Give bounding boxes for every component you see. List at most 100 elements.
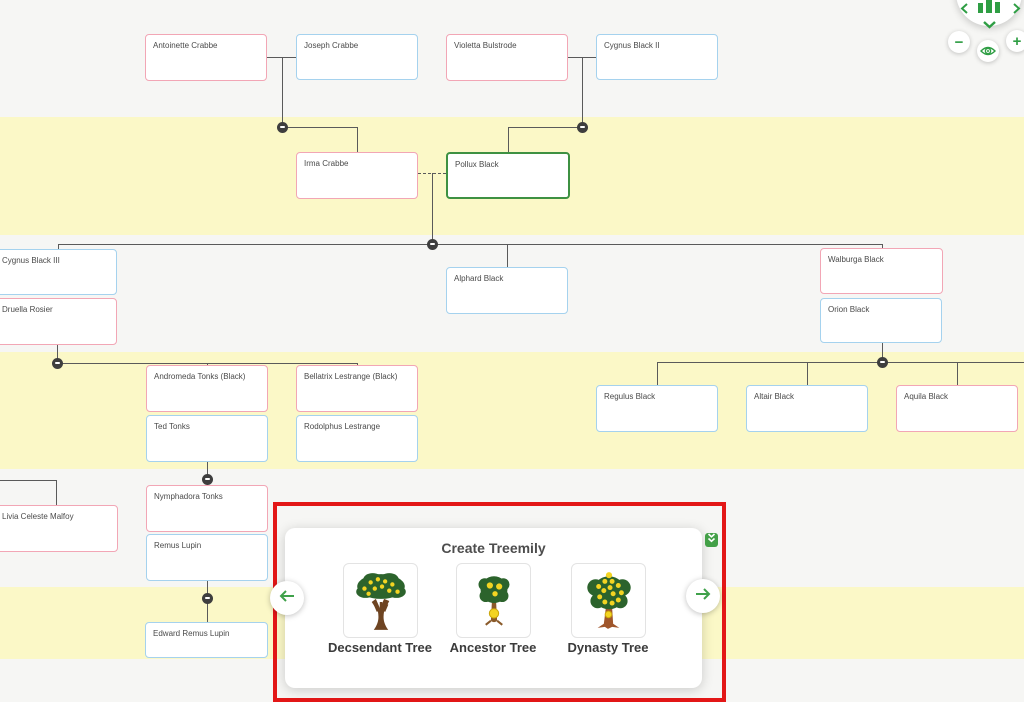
descendant-tree-icon — [350, 570, 412, 632]
collapse-node-button[interactable] — [276, 121, 288, 133]
collapse-panel-button[interactable] — [705, 533, 718, 547]
chevron-right-icon[interactable] — [1012, 1, 1021, 19]
descendant-tree-card[interactable] — [343, 563, 418, 638]
person-name: Druella Rosier — [2, 305, 53, 314]
person-name: Edward Remus Lupin — [153, 629, 230, 638]
connector-line — [57, 345, 58, 363]
person-name: Ted Tonks — [154, 422, 190, 431]
person-box[interactable]: Rodolphus Lestrange — [296, 415, 418, 462]
person-box[interactable]: Cygnus Black III — [0, 249, 117, 295]
connector-line — [507, 244, 508, 267]
person-box[interactable]: Edward Remus Lupin — [145, 622, 268, 658]
person-name: Andromeda Tonks (Black) — [154, 372, 246, 381]
person-name: Orion Black — [828, 305, 870, 314]
descendant-tree-label: Decsendant Tree — [327, 640, 433, 655]
dynasty-tree-icon — [578, 570, 640, 632]
connector-line — [207, 363, 208, 366]
chevron-down-icon[interactable] — [982, 16, 997, 34]
person-box[interactable]: Bellatrix Lestrange (Black) — [296, 365, 418, 412]
plus-icon: + — [1012, 32, 1022, 50]
person-box[interactable]: Ted Tonks — [146, 415, 268, 462]
collapse-node-button[interactable] — [201, 592, 213, 604]
collapse-node-button[interactable] — [876, 356, 888, 368]
chevron-left-icon[interactable] — [960, 1, 969, 19]
connector-line — [282, 127, 357, 128]
minus-icon: − — [954, 33, 964, 51]
create-treemily-panel: Create Treemily Decsendant Tree Ancestor … — [285, 528, 702, 688]
collapse-node-button[interactable] — [51, 357, 63, 369]
connector-line — [882, 244, 883, 249]
person-box[interactable]: Remus Lupin — [146, 534, 268, 581]
zoom-in-button[interactable]: + — [1006, 30, 1024, 52]
carousel-next-button[interactable] — [686, 579, 720, 613]
visibility-button[interactable] — [977, 40, 999, 62]
connector-line — [508, 127, 582, 128]
connector-line — [957, 362, 958, 385]
person-box[interactable]: Nymphadora Tonks — [146, 485, 268, 532]
arrow-right-icon — [694, 587, 712, 606]
zoom-out-button[interactable]: − — [948, 31, 970, 53]
panel-title: Create Treemily — [441, 540, 546, 556]
connector-line — [508, 127, 509, 152]
person-box[interactable]: Cygnus Black II — [596, 34, 718, 80]
connector-line — [807, 362, 808, 385]
person-name: Antoinette Crabbe — [153, 41, 218, 50]
eye-icon — [980, 45, 996, 57]
person-box[interactable]: Pollux Black — [446, 152, 570, 199]
connector-line — [432, 173, 433, 244]
person-name: Cygnus Black III — [2, 256, 60, 265]
dynasty-tree-label: Dynasty Tree — [567, 640, 649, 655]
ancestor-tree-label: Ancestor Tree — [449, 640, 537, 655]
ancestor-tree-card[interactable] — [456, 563, 531, 638]
person-name: Irma Crabbe — [304, 159, 349, 168]
collapse-node-button[interactable] — [576, 121, 588, 133]
person-box[interactable]: Orion Black — [820, 298, 942, 343]
person-name: Pollux Black — [455, 160, 499, 169]
person-name: Livia Celeste Malfoy — [2, 512, 74, 521]
connector-line — [657, 362, 1024, 363]
ancestor-tree-icon — [463, 570, 525, 632]
person-name: Cygnus Black II — [604, 41, 660, 50]
connector-line — [582, 57, 583, 127]
carousel-prev-button[interactable] — [270, 581, 304, 615]
person-name: Altair Black — [754, 392, 795, 401]
connector-line — [282, 57, 283, 127]
connector-line — [267, 57, 296, 58]
person-name: Aquila Black — [904, 392, 949, 401]
person-name: Nymphadora Tonks — [154, 492, 223, 501]
person-box[interactable]: Livia Celeste Malfoy — [0, 505, 118, 552]
person-box[interactable]: Aquila Black — [896, 385, 1018, 432]
person-box[interactable]: Altair Black — [746, 385, 868, 432]
connector-line — [357, 363, 358, 366]
connector-line — [657, 362, 658, 385]
person-box[interactable]: Violetta Bulstrode — [446, 34, 568, 81]
double-chevron-down-icon — [706, 531, 717, 549]
person-name: Violetta Bulstrode — [454, 41, 517, 50]
collapse-node-button[interactable] — [201, 473, 213, 485]
person-box[interactable]: Antoinette Crabbe — [145, 34, 267, 81]
person-box[interactable]: Andromeda Tonks (Black) — [146, 365, 268, 412]
connector-line — [56, 480, 57, 505]
person-box[interactable]: Regulus Black — [596, 385, 718, 432]
dynasty-tree-card[interactable] — [571, 563, 646, 638]
connector-line — [0, 480, 56, 481]
person-name: Alphard Black — [454, 274, 504, 283]
person-name: Bellatrix Lestrange (Black) — [304, 372, 398, 381]
connector-line — [58, 244, 59, 250]
arrow-left-icon — [278, 589, 296, 608]
person-box[interactable]: Joseph Crabbe — [296, 34, 418, 80]
person-box[interactable]: Druella Rosier — [0, 298, 117, 345]
connector-line — [58, 244, 882, 245]
person-name: Walburga Black — [828, 255, 884, 264]
connector-line — [882, 343, 883, 362]
person-name: Regulus Black — [604, 392, 656, 401]
person-box[interactable]: Alphard Black — [446, 267, 568, 314]
person-box[interactable]: Walburga Black — [820, 248, 943, 294]
person-box[interactable]: Irma Crabbe — [296, 152, 418, 199]
collapse-node-button[interactable] — [426, 238, 438, 250]
connector-line — [357, 127, 358, 152]
person-name: Remus Lupin — [154, 541, 202, 550]
person-name: Rodolphus Lestrange — [304, 422, 381, 431]
bar-chart-icon[interactable] — [978, 0, 1000, 19]
person-name: Joseph Crabbe — [304, 41, 359, 50]
